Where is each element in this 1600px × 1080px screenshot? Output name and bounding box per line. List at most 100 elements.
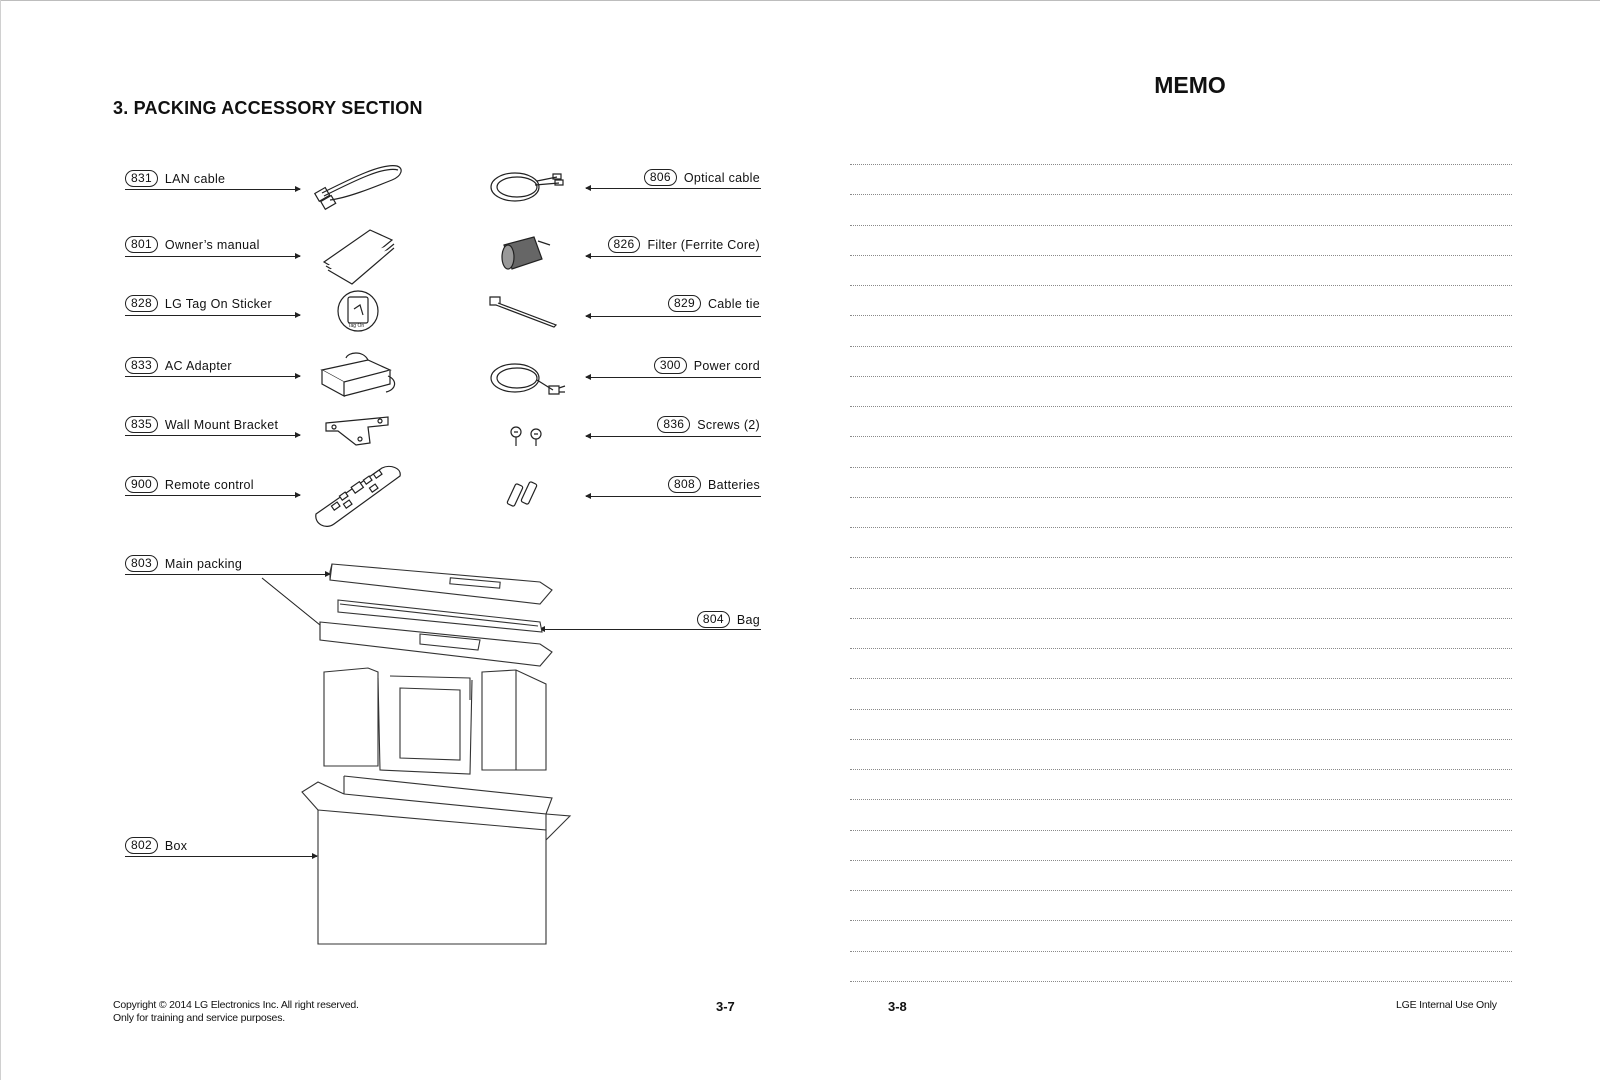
part-number: 826 bbox=[607, 236, 641, 253]
page-top-border bbox=[0, 0, 1600, 1]
callout-lan-cable: 831 LAN cable bbox=[125, 170, 225, 187]
memo-line bbox=[850, 648, 1512, 649]
tag-on-sticker-icon: Tag On bbox=[336, 289, 382, 335]
memo-line bbox=[850, 890, 1512, 891]
memo-line bbox=[850, 950, 1512, 952]
part-number: 300 bbox=[653, 357, 687, 374]
callout-wall-bracket: 835 Wall Mount Bracket bbox=[125, 416, 278, 433]
part-label: Wall Mount Bracket bbox=[164, 417, 279, 432]
memo-line bbox=[850, 617, 1512, 619]
wall-bracket-icon bbox=[322, 413, 394, 449]
footer-copyright: Copyright © 2014 LG Electronics Inc. All… bbox=[113, 999, 359, 1011]
part-label: Box bbox=[164, 838, 188, 853]
sticker-text: Tag On bbox=[348, 323, 364, 329]
part-number: 803 bbox=[125, 555, 158, 572]
memo-line bbox=[850, 708, 1512, 710]
memo-line bbox=[850, 738, 1512, 740]
part-label: AC Adapter bbox=[164, 358, 232, 373]
part-number: 828 bbox=[125, 295, 158, 312]
memo-line bbox=[850, 587, 1512, 589]
memo-line bbox=[850, 224, 1512, 226]
memo-line bbox=[850, 436, 1512, 438]
part-label: LG Tag On Sticker bbox=[164, 296, 272, 311]
memo-line bbox=[850, 557, 1512, 559]
footer-internal-use: LGE Internal Use Only bbox=[1396, 999, 1497, 1011]
part-number: 829 bbox=[668, 295, 701, 312]
memo-line bbox=[850, 769, 1512, 770]
leader-line bbox=[125, 312, 301, 318]
callout-screws: 836 Screws (2) bbox=[560, 416, 760, 433]
callout-power-cord: 300 Power cord bbox=[560, 357, 760, 374]
leader-line bbox=[125, 853, 318, 859]
remote-icon bbox=[312, 462, 406, 530]
section-title: 3. PACKING ACCESSORY SECTION bbox=[113, 98, 423, 118]
memo-line bbox=[850, 859, 1512, 861]
memo-line bbox=[850, 678, 1512, 680]
leader-line bbox=[585, 185, 761, 191]
cable-tie-icon bbox=[488, 295, 560, 329]
callout-remote-control: 900 Remote control bbox=[125, 476, 254, 493]
leader-line bbox=[539, 626, 761, 632]
part-number: 808 bbox=[668, 476, 701, 493]
part-number: 831 bbox=[125, 170, 158, 187]
leader-line bbox=[125, 432, 301, 438]
memo-line bbox=[850, 164, 1512, 165]
leader-line bbox=[585, 433, 761, 439]
memo-line bbox=[850, 285, 1512, 286]
memo-line bbox=[850, 527, 1512, 528]
memo-line bbox=[850, 496, 1512, 498]
leader-line bbox=[125, 253, 301, 259]
page-number-left: 3-7 bbox=[716, 999, 735, 1014]
part-label: LAN cable bbox=[164, 171, 226, 186]
memo-line bbox=[850, 799, 1512, 801]
callout-ferrite-core: 826 Filter (Ferrite Core) bbox=[560, 236, 760, 253]
part-label: Main packing bbox=[164, 556, 243, 571]
callout-box: 802 Box bbox=[125, 837, 187, 854]
part-number: 806 bbox=[643, 169, 677, 186]
part-number: 833 bbox=[125, 357, 158, 374]
callout-bag: 804 Bag bbox=[600, 611, 760, 628]
leader-line bbox=[585, 253, 761, 259]
packing-assembly-drawing bbox=[240, 560, 580, 950]
batteries-icon bbox=[505, 478, 545, 510]
part-number: 900 bbox=[125, 476, 158, 493]
leader-line bbox=[125, 492, 301, 498]
callout-owners-manual: 801 Owner’s manual bbox=[125, 236, 260, 253]
callout-cable-tie: 829 Cable tie bbox=[560, 295, 760, 312]
part-number: 802 bbox=[125, 837, 158, 854]
memo-line bbox=[850, 375, 1512, 377]
part-label: Cable tie bbox=[707, 296, 760, 311]
leader-line bbox=[585, 493, 761, 499]
callout-main-packing: 803 Main packing bbox=[125, 555, 242, 572]
part-number: 835 bbox=[125, 416, 158, 433]
memo-line bbox=[850, 829, 1512, 831]
memo-line bbox=[850, 345, 1512, 347]
ac-adapter-icon bbox=[318, 350, 398, 400]
memo-line bbox=[850, 194, 1512, 196]
footer-purpose: Only for training and service purposes. bbox=[113, 1012, 285, 1024]
memo-line bbox=[850, 406, 1512, 407]
part-label: Remote control bbox=[164, 477, 254, 492]
screws-icon bbox=[506, 424, 548, 448]
leader-line bbox=[125, 571, 331, 577]
part-label: Power cord bbox=[693, 358, 760, 373]
part-label: Filter (Ferrite Core) bbox=[647, 237, 760, 252]
part-number: 836 bbox=[657, 416, 691, 433]
lan-cable-icon bbox=[312, 158, 407, 208]
part-label: Owner’s manual bbox=[164, 237, 260, 252]
manual-icon bbox=[322, 226, 397, 286]
leader-line bbox=[585, 374, 761, 380]
callout-ac-adapter: 833 AC Adapter bbox=[125, 357, 232, 374]
part-label: Bag bbox=[736, 612, 760, 627]
part-label: Screws (2) bbox=[697, 417, 760, 432]
leader-line bbox=[125, 186, 301, 192]
memo-line bbox=[850, 466, 1512, 468]
part-number: 801 bbox=[125, 236, 158, 253]
memo-line bbox=[850, 980, 1512, 982]
memo-line bbox=[850, 254, 1512, 256]
ferrite-core-icon bbox=[498, 233, 556, 275]
part-number: 804 bbox=[696, 611, 730, 628]
power-cord-icon bbox=[485, 354, 567, 404]
